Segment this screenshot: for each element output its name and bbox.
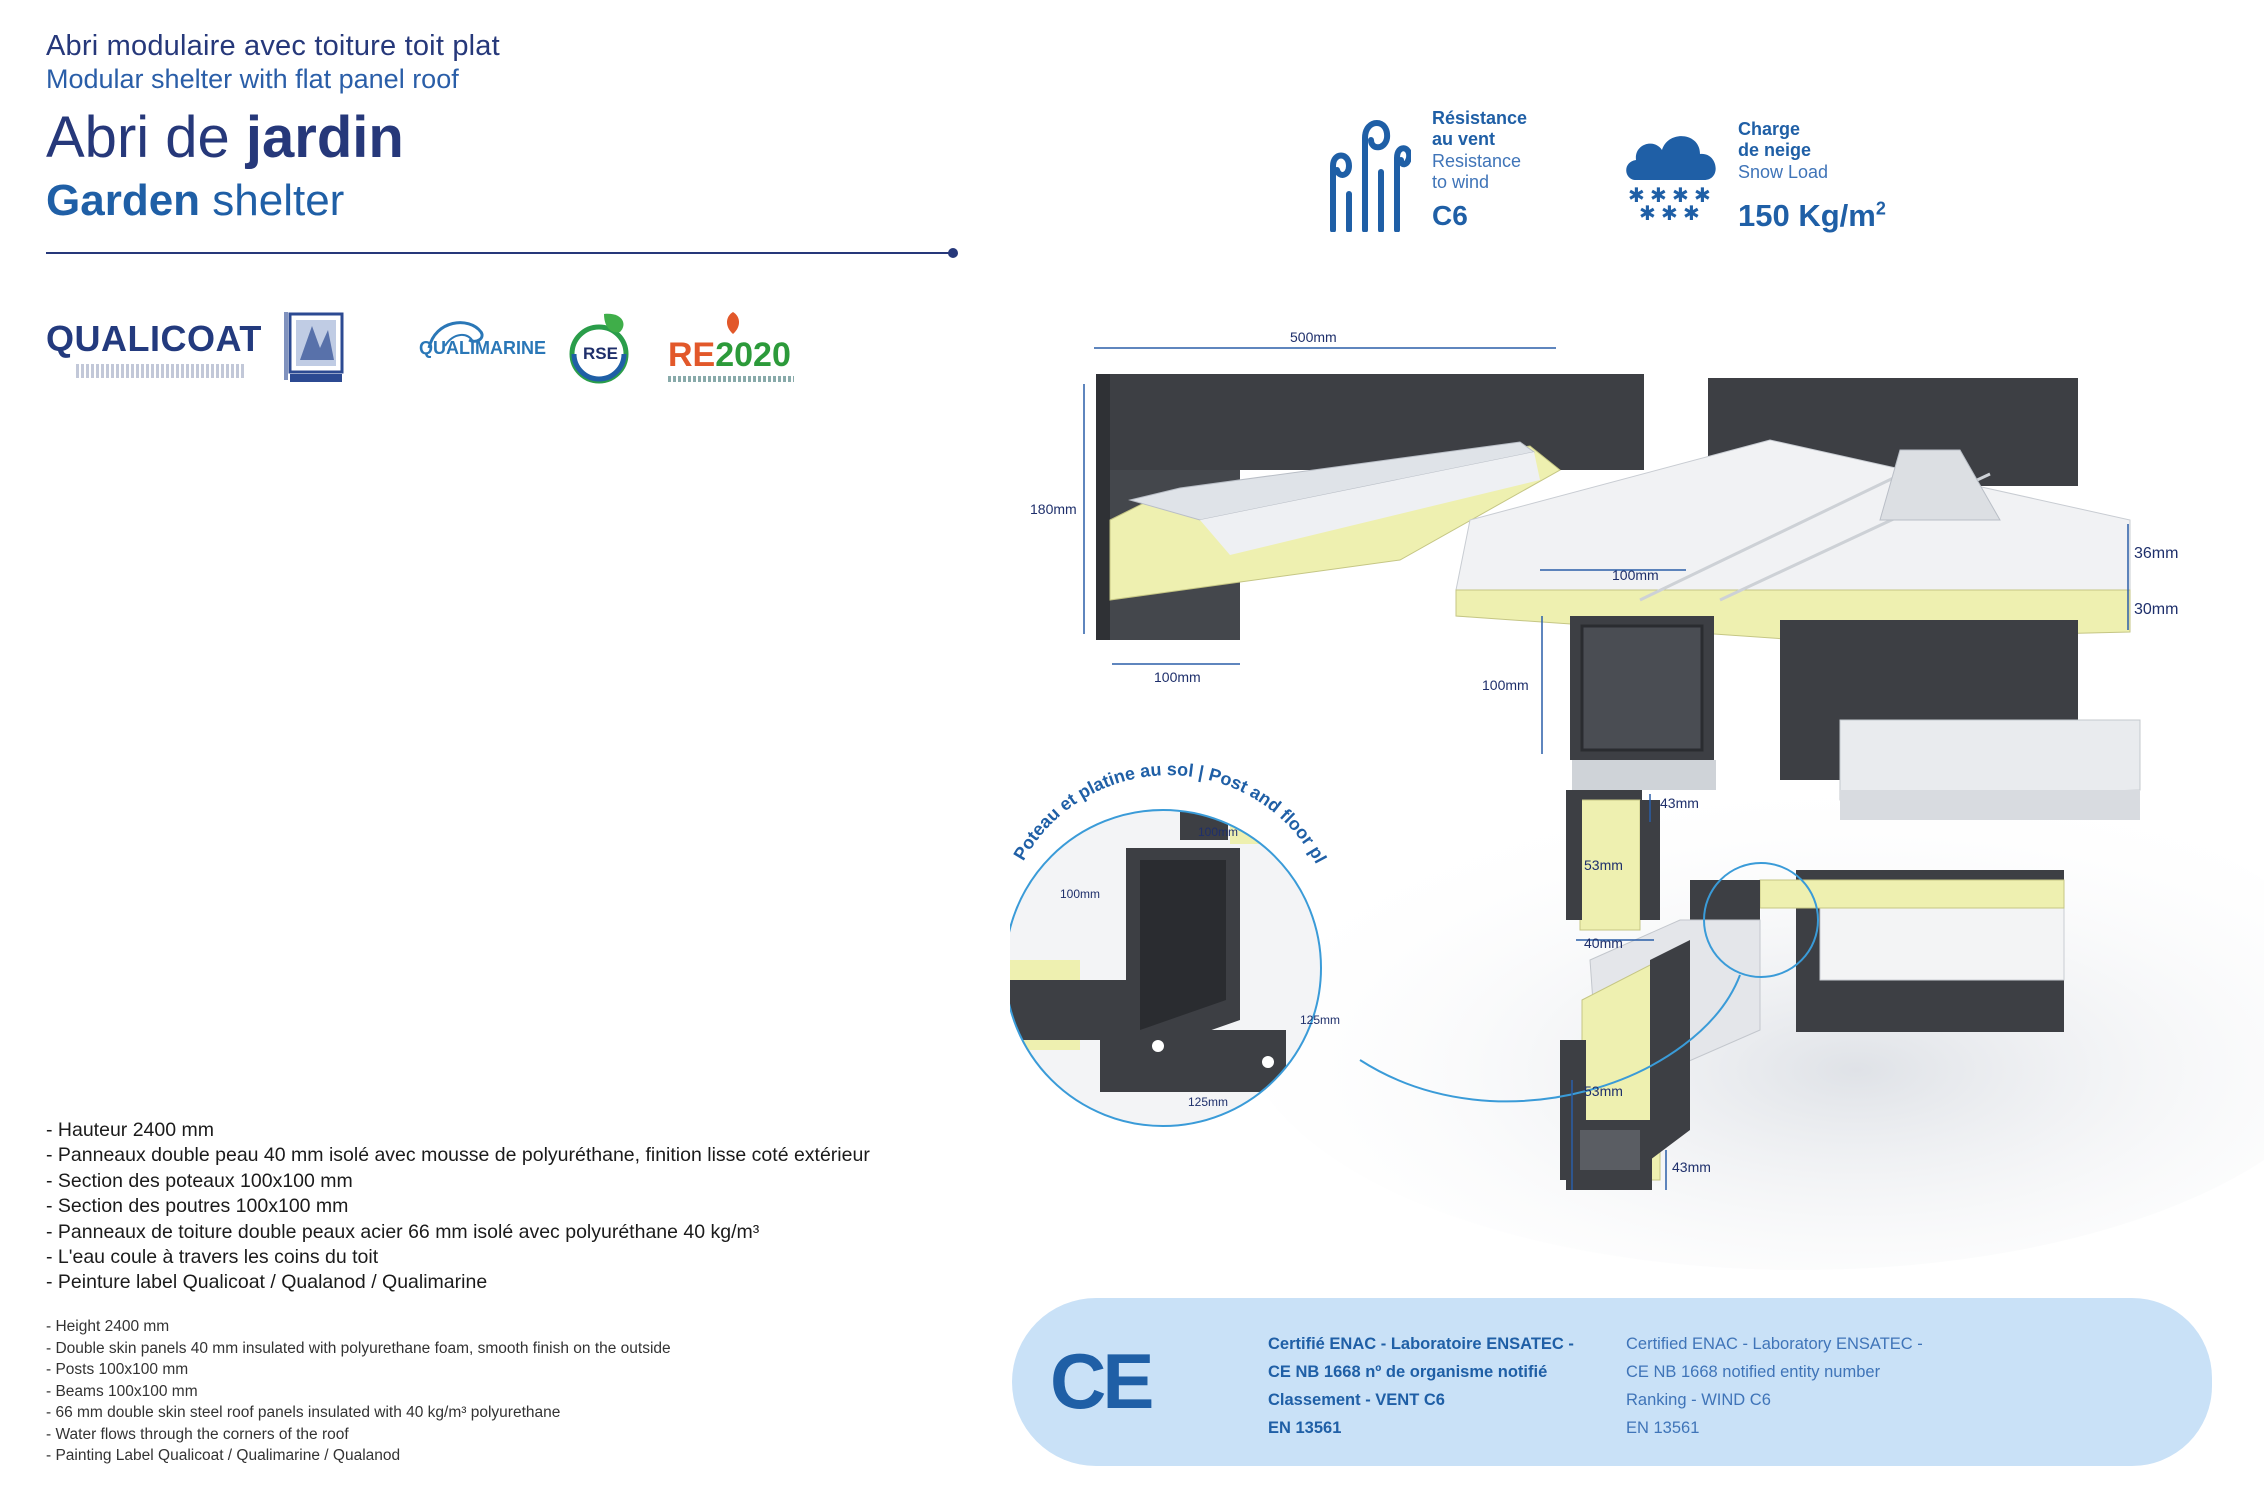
spec-fr-item: - L'eau coule à travers les coins du toi…	[46, 1246, 379, 1269]
dim-post-100: 100mm	[1482, 677, 1529, 693]
technical-drawing: 500mm 180mm 100mm 100mm 100mm 36mm 30mm …	[1010, 320, 2264, 1270]
dim-panel-100: 100mm	[1612, 567, 1659, 583]
re2020-logo-text: RE2020	[668, 336, 791, 374]
dim-36: 36mm	[2134, 545, 2178, 562]
wind-icon	[1330, 120, 1411, 232]
qualanod-emblem-icon	[284, 312, 344, 382]
spec-en-item: - Water flows through the corners of the…	[46, 1425, 349, 1443]
subtitle-fr: Abri modulaire avec toiture toit plat	[46, 30, 500, 62]
detail-view	[1010, 810, 1321, 1126]
certification-text-fr: Certifié ENAC - Laboratoire ENSATEC - CE…	[1268, 1330, 1574, 1442]
qualicoat-logo: QUALICOAT	[46, 308, 261, 388]
page-title-fr: Abri de jardin	[46, 104, 404, 171]
certification-fr-line: Certifié ENAC - Laboratoire ENSATEC -	[1268, 1335, 1574, 1353]
dimension-lines	[1083, 347, 2129, 1190]
snow-label-en: Snow Load	[1738, 162, 1829, 182]
rse-logo-text: RSE	[583, 344, 618, 363]
title-en-light: shelter	[200, 176, 345, 225]
subtitle-en: Modular shelter with flat panel roof	[46, 64, 459, 94]
spec-en-item: - Painting Label Qualicoat / Qualimarine…	[46, 1447, 401, 1464]
detail-highlight	[1703, 862, 1819, 978]
wind-label-fr: Résistance au vent	[1432, 108, 1528, 149]
title-divider-dot	[948, 248, 958, 258]
dim-40: 40mm	[1584, 935, 1623, 951]
roof-panel-right	[1455, 439, 2131, 641]
spec-en-item: - Beams 100x100 mm	[46, 1382, 198, 1400]
spec-fr-item: - Section des poteaux 100x100 mm	[46, 1169, 353, 1192]
page-title-en: Garden shelter	[46, 176, 344, 226]
certification-en-line: EN 13561	[1626, 1419, 1700, 1437]
spec-fr-item: - Panneaux double peau 40 mm isolé avec …	[46, 1144, 870, 1167]
ce-mark-icon: CE	[1050, 1337, 1154, 1425]
certification-fr-line: Classement - VENT C6	[1268, 1391, 1445, 1409]
dim-detail-125b: 125mm	[1188, 1095, 1228, 1109]
spec-en-item: - 66 mm double skin steel roof panels in…	[46, 1404, 561, 1421]
svg-text:✱: ✱	[1694, 183, 1711, 207]
certification-en-line: Ranking - WIND C6	[1626, 1391, 1771, 1409]
certification-banner	[1012, 1298, 2212, 1466]
wind-label-en: Resistance to wind	[1432, 151, 1522, 192]
dim-53a: 53mm	[1584, 857, 1623, 873]
specs-list-fr: - Hauteur 2400 mm - Panneaux double peau…	[46, 1118, 870, 1296]
dim-height-180: 180mm	[1030, 501, 1077, 517]
detail-circle	[1010, 809, 1322, 1127]
certification-fr-line: EN 13561	[1268, 1419, 1342, 1437]
spec-fr-item: - Panneaux de toiture double peaux acier…	[46, 1220, 760, 1243]
qualimarine-logo: QUALIMARINE	[415, 308, 546, 388]
snow-label-fr: Charge de neige	[1738, 119, 1812, 160]
certification-en-line: CE NB 1668 notified entity number	[1626, 1363, 1881, 1381]
certification-text-en: Certified ENAC - Laboratory ENSATEC - CE…	[1626, 1330, 1923, 1442]
certification-en-line: Certified ENAC - Laboratory ENSATEC -	[1626, 1335, 1923, 1353]
dim-43b: 43mm	[1672, 1159, 1711, 1175]
re2020-leaf-icon	[726, 312, 740, 334]
dim-detail-100a: 100mm	[1198, 825, 1238, 839]
spec-fr-item: - Section des poutres 100x100 mm	[46, 1195, 349, 1218]
title-en-bold: Garden	[46, 176, 201, 225]
dim-detail-125a: 125mm	[1300, 1013, 1340, 1027]
wind-value: C6	[1432, 200, 1468, 231]
snow-cloud-icon: ✱✱✱✱ ✱✱✱	[1626, 136, 1716, 222]
svg-text:✱: ✱	[1683, 201, 1700, 222]
svg-text:✱: ✱	[1639, 201, 1656, 222]
title-divider	[46, 252, 951, 254]
spec-en-item: - Posts 100x100 mm	[46, 1361, 189, 1378]
svg-text:✱: ✱	[1672, 183, 1689, 207]
spec-fr-item: - Peinture label Qualicoat / Qualanod / …	[46, 1271, 488, 1294]
spec-en-item: - Height 2400 mm	[46, 1318, 170, 1335]
title-fr-light: Abri de	[46, 105, 246, 170]
roof-panel-left	[1109, 441, 1561, 601]
dim-53b: 53mm	[1584, 1083, 1623, 1099]
title-fr-bold: jardin	[245, 105, 404, 170]
svg-text:✱: ✱	[1628, 183, 1645, 207]
re2020-fine-print	[668, 376, 794, 382]
dim-43a: 43mm	[1660, 795, 1699, 811]
spec-en-item: - Double skin panels 40 mm insulated wit…	[46, 1339, 671, 1357]
specs-list-en: - Height 2400 mm - Double skin panels 40…	[46, 1316, 671, 1467]
dim-30: 30mm	[2134, 601, 2178, 618]
qualicoat-fine-print	[76, 364, 246, 378]
wall-section	[1759, 620, 2141, 1032]
re2020-logo: RE2020	[668, 308, 798, 388]
detail-connector	[1359, 974, 1741, 1103]
snow-value: 150 Kg/m2	[1738, 198, 1886, 233]
rse-leaf-icon	[569, 313, 629, 384]
wave-icon	[427, 321, 484, 349]
dim-bottom-100: 100mm	[1154, 669, 1201, 685]
svg-text:✱: ✱	[1650, 183, 1667, 207]
post-section	[1570, 616, 1716, 830]
qualanod-logo	[284, 308, 364, 388]
qualicoat-logo-text: QUALICOAT	[46, 318, 262, 359]
svg-text:✱: ✱	[1661, 201, 1678, 222]
certification-fr-line: CE NB 1668 nº de organisme notifié	[1268, 1363, 1548, 1381]
qualimarine-logo-text: QUALIMARINE	[419, 338, 546, 358]
rse-logo: RSE	[566, 308, 636, 388]
spec-fr-item: - Hauteur 2400 mm	[46, 1119, 214, 1141]
dim-top-width: 500mm	[1290, 329, 1337, 345]
corner-panel	[1560, 790, 1761, 1190]
dim-detail-100b: 100mm	[1060, 887, 1100, 901]
